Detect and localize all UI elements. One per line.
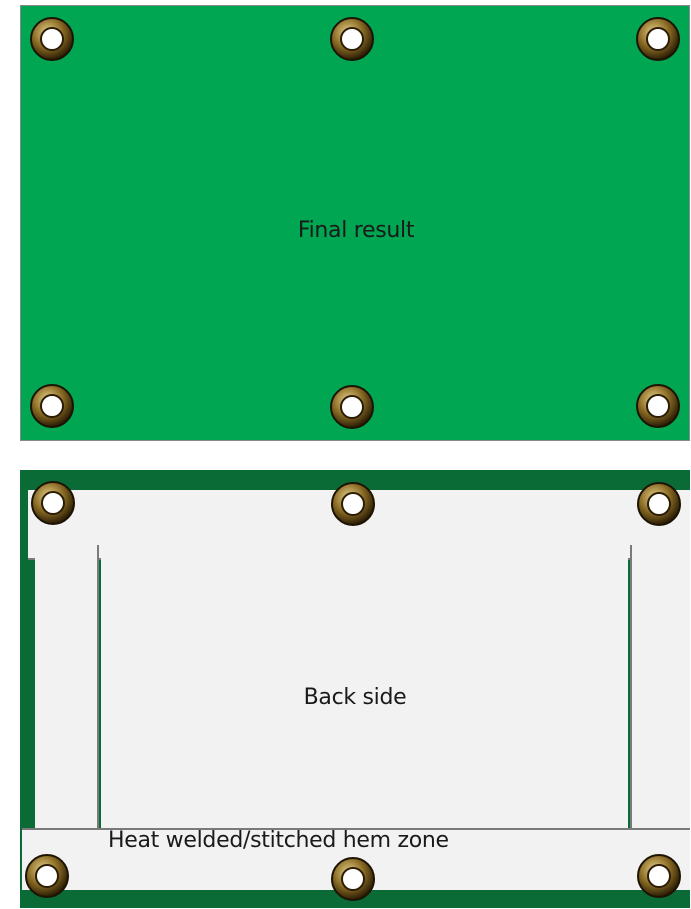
grommet-icon [635, 383, 681, 429]
grommet-icon [636, 853, 682, 899]
grommet-icon [29, 383, 75, 429]
grommet-icon [30, 480, 76, 526]
grommet-icon [330, 856, 376, 902]
front-panel: Final result [20, 5, 690, 441]
grommet-icon [635, 16, 681, 62]
grommet-icon [29, 16, 75, 62]
grommet-icon [636, 481, 682, 527]
grommet-icon [330, 481, 376, 527]
grommet-icon [24, 853, 70, 899]
grommet-icon [329, 16, 375, 62]
hem-zone-label: Heat welded/stitched hem zone [108, 828, 449, 853]
grommet-icon [329, 384, 375, 430]
front-panel-label: Final result [21, 218, 691, 243]
back-panel-label: Back side [20, 685, 690, 710]
back-panel: Back side Heat welded/stitched hem zone [20, 470, 690, 908]
